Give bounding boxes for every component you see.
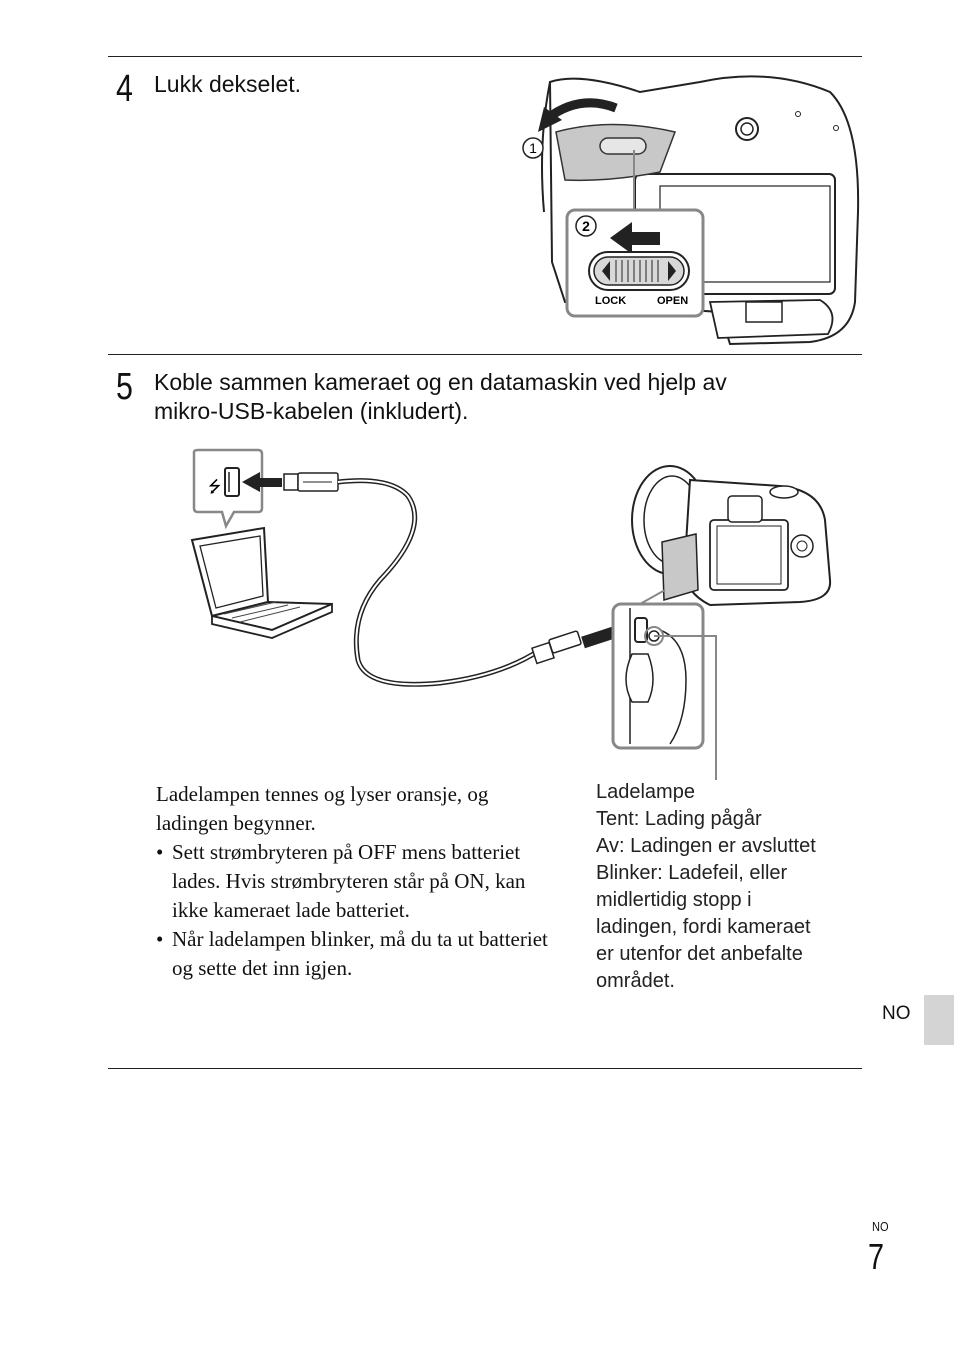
language-tab-label: NO <box>882 1003 911 1024</box>
usb-symbol-icon: ⭍ <box>208 477 221 496</box>
bullet-marker: • <box>156 840 164 864</box>
note-bullet-1: • Sett strømbryteren på OFF mens batterie… <box>156 838 556 925</box>
note-bullets: • Sett strømbryteren på OFF mens batterie… <box>156 838 556 983</box>
step-4-title: Lukk dekselet. <box>154 71 302 97</box>
step-5-number: 5 <box>116 366 133 408</box>
top-rule <box>108 56 862 57</box>
step-5-title-line-1: Koble sammen kameraet og en datamaskin v… <box>154 369 727 395</box>
section-rule <box>108 354 862 355</box>
step-4-number: 4 <box>116 68 133 110</box>
page-number: 7 <box>868 1236 885 1277</box>
callout-2: 2 <box>582 218 590 234</box>
step-5-title-line-2: mikro-USB-kabelen (inkludert). <box>154 398 469 424</box>
charging-lamp-legend: Ladelampe Tent: Lading pågår Av: Ladinge… <box>596 779 856 995</box>
usb-connection-illustration: ⭍ <box>190 448 832 780</box>
callout-1: 1 <box>529 140 537 156</box>
lamp-state-off: Av: Ladingen er avsluttet <box>596 835 816 857</box>
lamp-state-blink: Blinker: Ladefeil, eller midlertidig sto… <box>596 862 811 992</box>
note-bullet-2-text: Når ladelampen blinker, må du ta ut batt… <box>172 927 548 980</box>
lamp-title: Ladelampe <box>596 781 695 803</box>
note-bullet-1-text: Sett strømbryteren på OFF mens batteriet… <box>172 840 526 922</box>
note-bullet-2: • Når ladelampen blinker, må du ta ut bat… <box>156 925 556 983</box>
charging-note: Ladelampen tennes og lyser oransje, og l… <box>156 780 556 983</box>
lock-label: LOCK <box>595 295 626 307</box>
lamp-state-on: Tent: Lading pågår <box>596 808 762 830</box>
language-side-tab <box>924 995 954 1045</box>
bottom-rule <box>108 1068 862 1069</box>
open-label: OPEN <box>657 295 688 307</box>
close-cover-illustration: 1 2 LOCK OPEN <box>522 75 860 346</box>
page-language-code: NO <box>872 1219 889 1234</box>
note-intro: Ladelampen tennes og lyser oransje, og l… <box>156 782 489 835</box>
bullet-marker: • <box>156 927 164 951</box>
